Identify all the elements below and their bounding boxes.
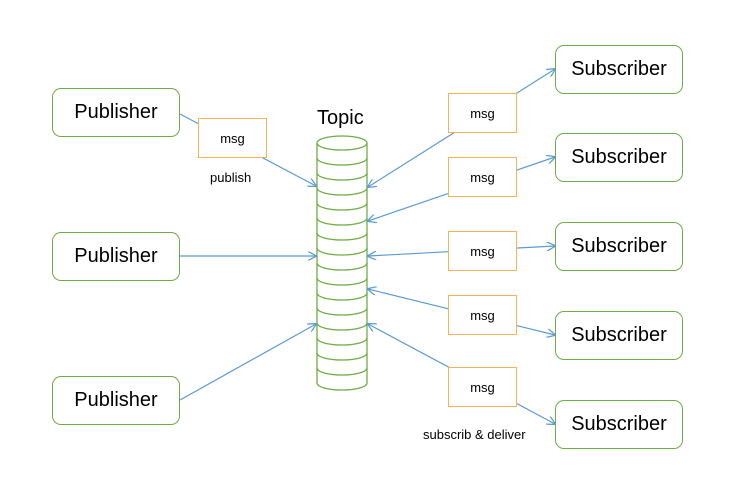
publisher-box: Publisher <box>52 88 180 137</box>
subscriber-box: Subscriber <box>555 45 683 94</box>
subscribe-caption: subscrib & deliver <box>423 427 526 442</box>
deliver-msg-box: msg <box>448 231 517 271</box>
subscriber-label: Subscriber <box>571 146 667 168</box>
msg-label: msg <box>470 169 495 185</box>
deliver-msg-box: msg <box>448 93 517 133</box>
subscriber-box: Subscriber <box>555 400 683 449</box>
publish-caption: publish <box>210 170 252 185</box>
publisher-box: Publisher <box>52 232 180 281</box>
msg-label: msg <box>470 243 495 259</box>
msg-label: msg <box>470 307 495 323</box>
msg-label: msg <box>220 130 245 146</box>
subscriber-label: Subscriber <box>571 324 667 346</box>
msg-label: msg <box>470 105 495 121</box>
publisher-label: Publisher <box>74 389 158 411</box>
deliver-msg-box: msg <box>448 295 517 335</box>
subscriber-box: Subscriber <box>555 311 683 360</box>
publish-arrow-3 <box>179 324 316 401</box>
publisher-label: Publisher <box>74 101 158 123</box>
subscriber-label: Subscriber <box>571 413 667 435</box>
subscriber-label: Subscriber <box>571 58 667 80</box>
publish-msg-box: msg <box>198 118 267 158</box>
deliver-msg-box: msg <box>448 367 517 407</box>
publisher-label: Publisher <box>74 245 158 267</box>
topic-cylinder <box>316 135 368 391</box>
subscriber-box: Subscriber <box>555 133 683 182</box>
topic-title: Topic <box>317 107 364 129</box>
subscriber-label: Subscriber <box>571 235 667 257</box>
subscriber-box: Subscriber <box>555 222 683 271</box>
deliver-msg-box: msg <box>448 157 517 197</box>
msg-label: msg <box>470 379 495 395</box>
publisher-box: Publisher <box>52 376 180 425</box>
